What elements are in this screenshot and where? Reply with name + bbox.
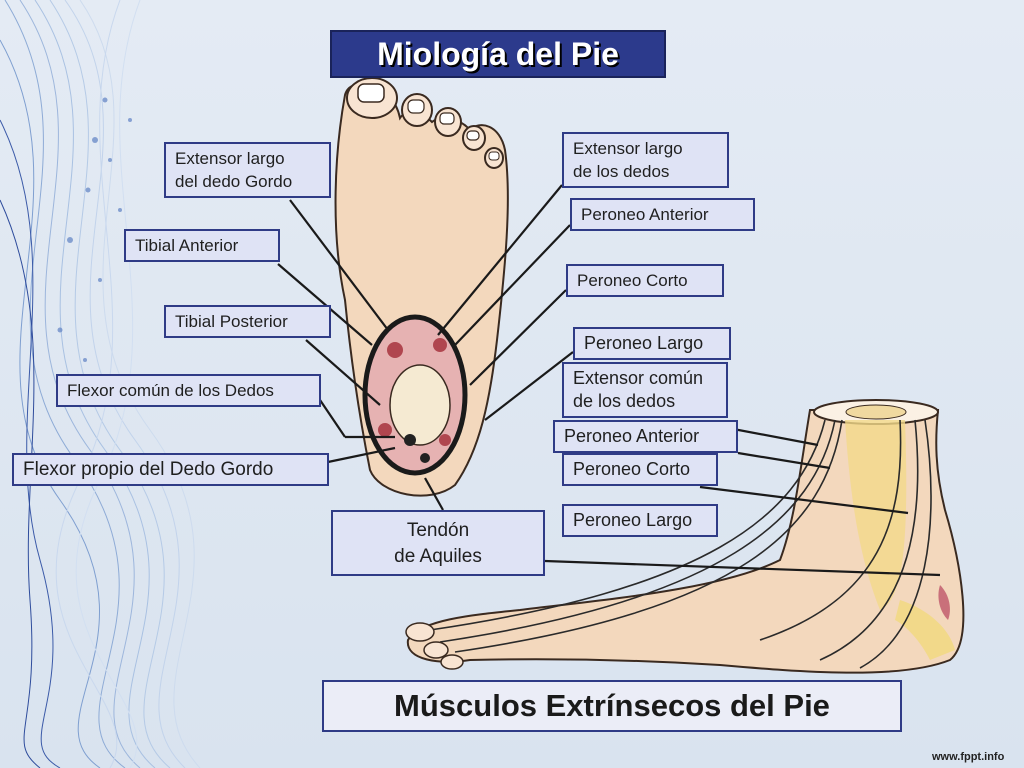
label-tibial-anterior: Tibial Anterior <box>124 229 280 262</box>
label-line: Peroneo Anterior <box>581 205 709 224</box>
foot-side-view <box>405 399 965 674</box>
label-tibial-posterior: Tibial Posterior <box>164 305 331 338</box>
label-peroneo-anterior-top: Peroneo Anterior <box>570 198 755 231</box>
slide-subtitle: Músculos Extrínsecos del Pie <box>322 680 902 732</box>
label-line: Tendón <box>406 520 470 541</box>
label-line: Peroneo Corto <box>573 459 691 479</box>
label-line: Peroneo Largo <box>584 333 704 353</box>
label-peroneo-anterior-side: Peroneo Anterior <box>553 420 738 453</box>
label-line: de los dedos <box>573 162 670 181</box>
label-line: Extensor largo <box>573 139 683 158</box>
label-line: Flexor común de los Dedos <box>67 381 274 400</box>
label-peroneo-corto-side: Peroneo Corto <box>562 453 718 486</box>
decorative-waves <box>0 0 201 768</box>
leader-lines <box>277 184 941 577</box>
label-peroneo-largo-side: Peroneo Largo <box>562 504 718 537</box>
label-tendon-aquiles: Tendón de Aquiles <box>331 510 545 576</box>
label-line: Extensor común <box>573 368 704 388</box>
label-line: Peroneo Corto <box>577 271 688 290</box>
label-extensor-comun-dedos: Extensor común de los dedos <box>562 362 728 418</box>
label-line: de Aquiles <box>394 546 482 567</box>
label-peroneo-corto-top: Peroneo Corto <box>566 264 724 297</box>
slide-title: Miología del Pie <box>330 30 666 78</box>
label-line: de los dedos <box>573 391 676 411</box>
label-flexor-propio-dedo-gordo: Flexor propio del Dedo Gordo <box>12 453 329 486</box>
label-line: Flexor propio del Dedo Gordo <box>23 459 274 480</box>
label-extensor-largo-dedos: Extensor largo de los dedos <box>562 132 729 188</box>
label-peroneo-largo-top: Peroneo Largo <box>573 327 731 360</box>
label-extensor-largo-dedo-gordo: Extensor largo del dedo Gordo <box>164 142 331 198</box>
label-flexor-comun-dedos: Flexor común de los Dedos <box>56 374 321 407</box>
label-line: Extensor largo <box>175 149 285 168</box>
foot-top-view <box>334 77 509 497</box>
label-line: Tibial Posterior <box>175 312 288 331</box>
label-line: Peroneo Largo <box>573 510 693 530</box>
label-line: Tibial Anterior <box>135 236 239 255</box>
label-line: del dedo Gordo <box>175 172 293 191</box>
watermark: www.fppt.info <box>932 751 1005 763</box>
label-line: Peroneo Anterior <box>564 426 700 446</box>
